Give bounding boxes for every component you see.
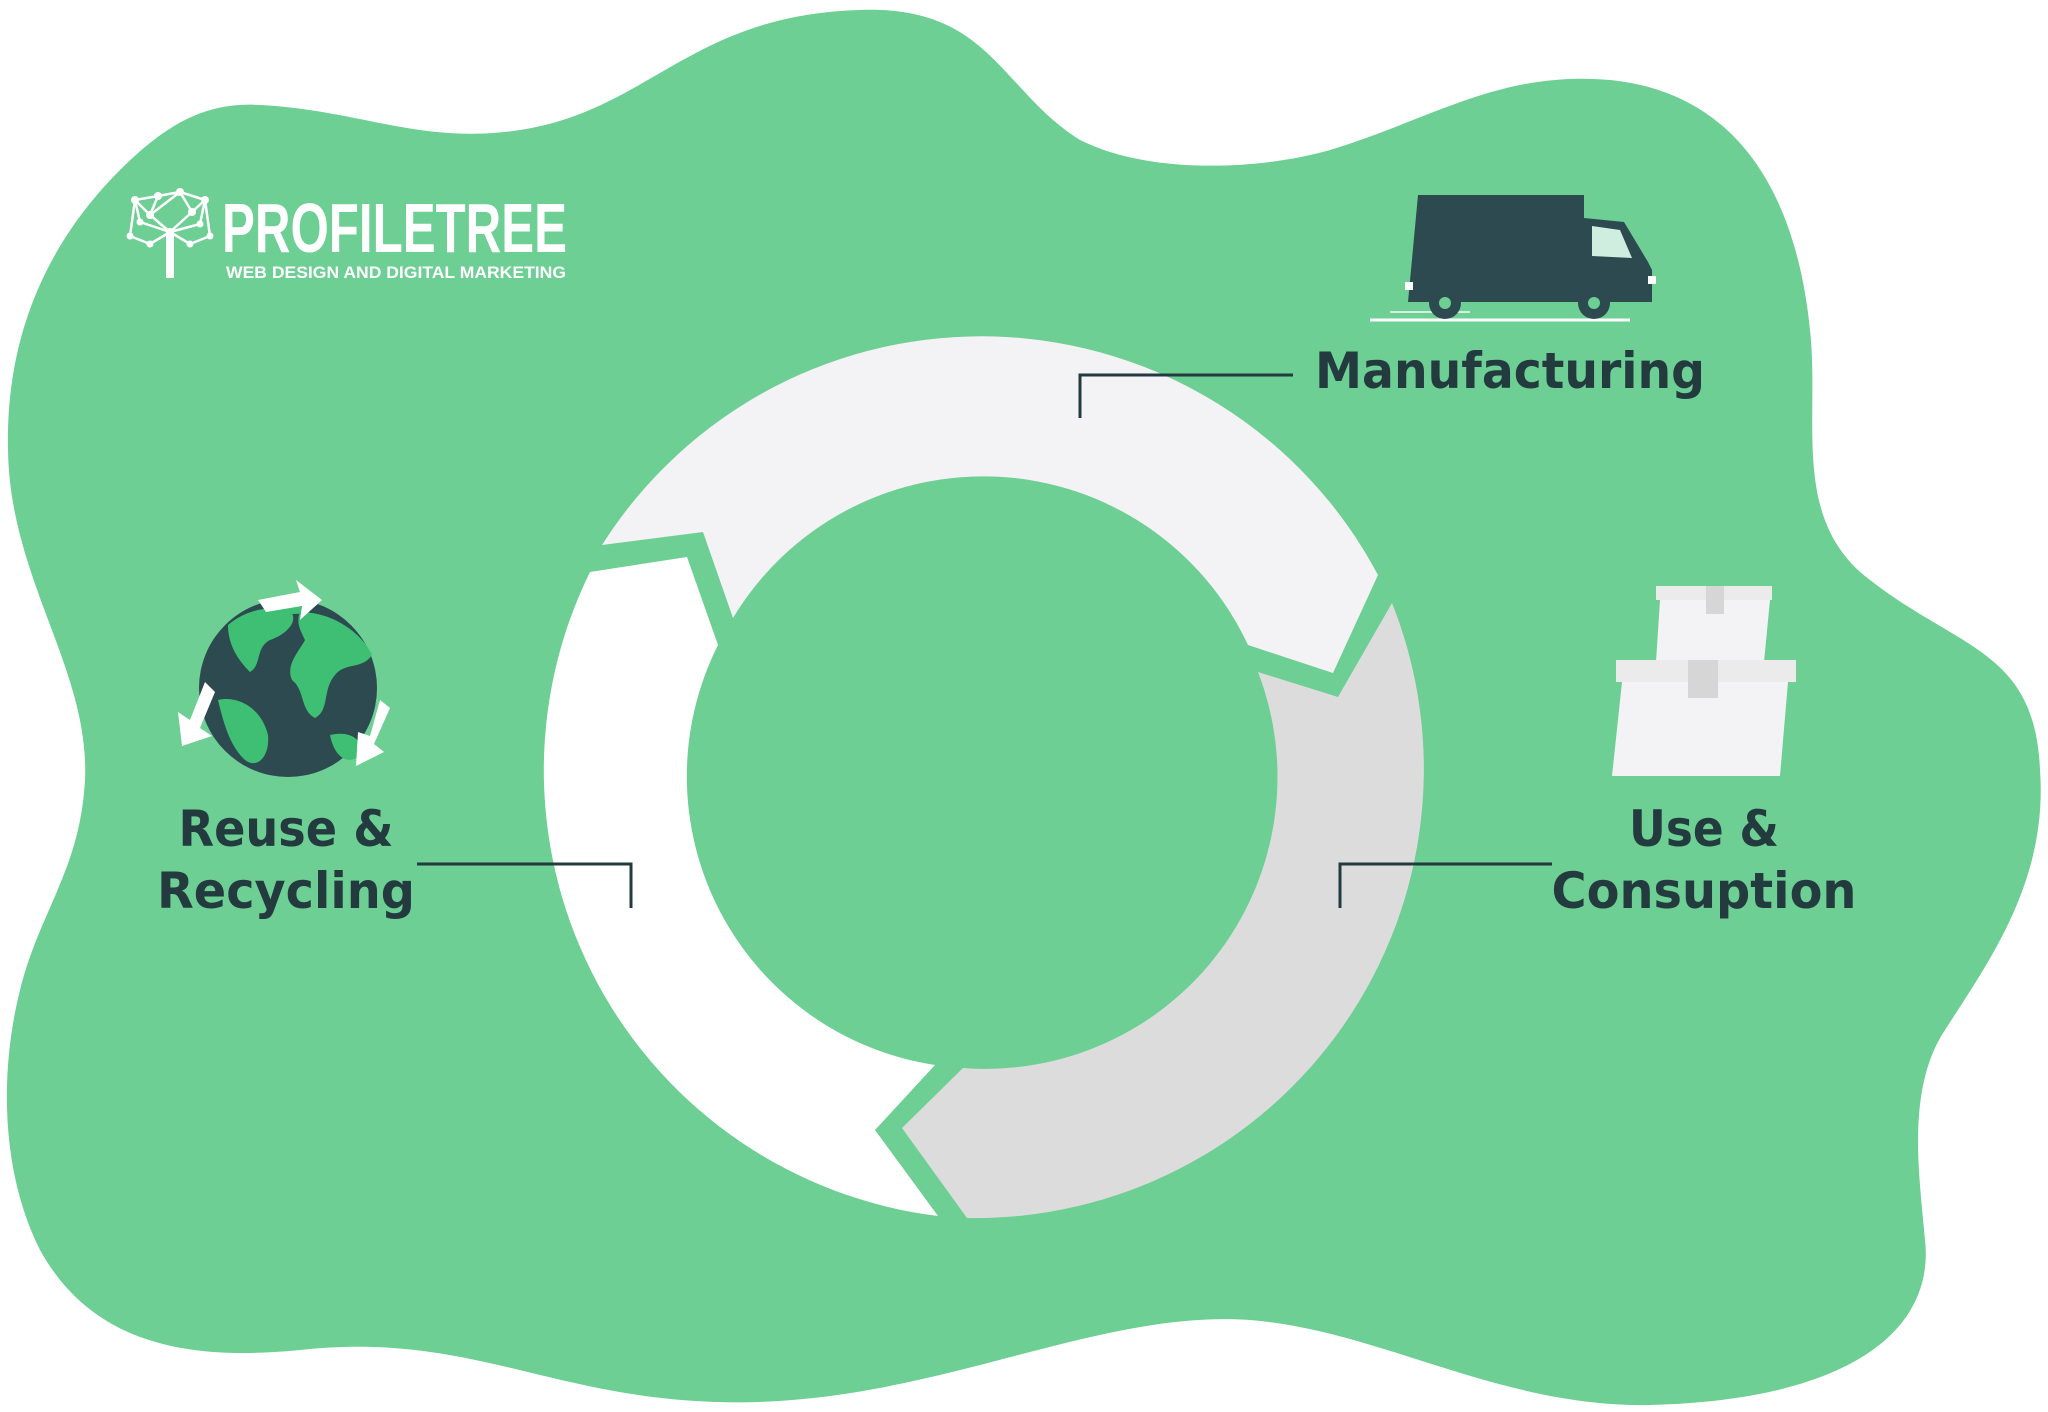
stage-label-manufacturing: Manufacturing [1315, 342, 1705, 400]
stage-label-reuse-line1: Reuse & [179, 800, 394, 858]
connector-reuse [417, 862, 633, 908]
cycle-segment-use [902, 603, 1424, 1219]
stage-label-use-line2: Consuption [1552, 862, 1857, 920]
profiletree-logo[interactable]: PROFILETREE WEB DESIGN AND DIGITAL MARKE… [126, 188, 568, 282]
delivery-truck-icon [1370, 195, 1656, 322]
stage-label-reuse-line2: Recycling [157, 862, 415, 920]
cycle-segment-reuse [543, 557, 938, 1216]
connector-manufacturing [1078, 373, 1293, 418]
cycle-segment-manufacturing [602, 336, 1378, 673]
connector-use [1338, 862, 1552, 908]
logo-wordmark: PROFILETREE [222, 189, 567, 267]
globe-recycle-icon [178, 580, 390, 777]
tree-network-icon [128, 190, 212, 278]
boxes-icon [1612, 586, 1796, 776]
stage-label-use-line1: Use & [1629, 800, 1779, 858]
background-blob [6, 9, 2041, 1406]
connector-lines [417, 373, 1552, 908]
tree-network-nodes [126, 188, 214, 278]
logo-tagline: WEB DESIGN AND DIGITAL MARKETING [226, 263, 566, 282]
